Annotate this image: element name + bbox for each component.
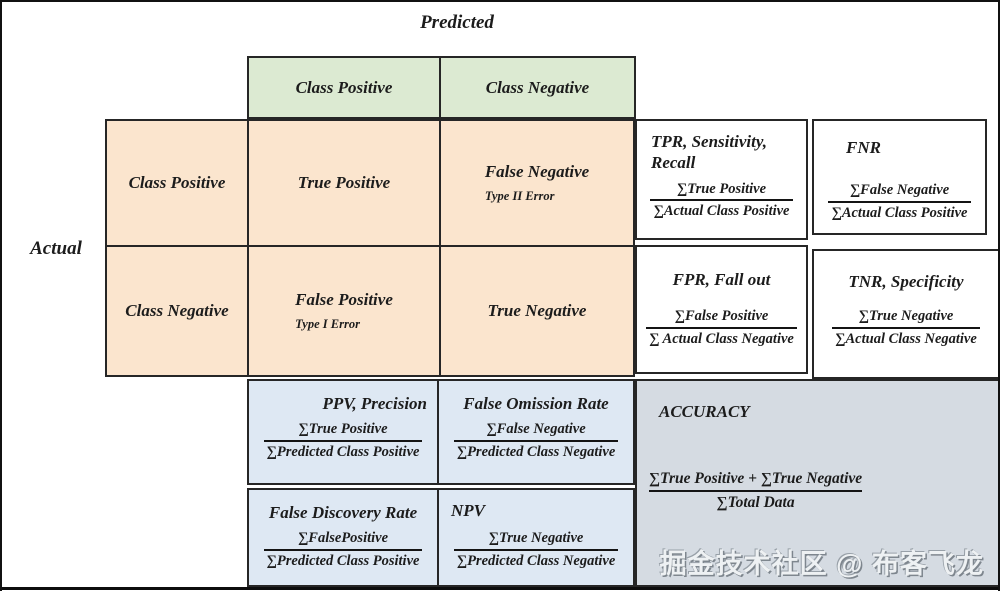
header-cell-class-positive: Class Positive xyxy=(295,77,393,97)
row-label-class-negative: Class Negative xyxy=(107,247,249,375)
header-cell-class-negative: Class Negative xyxy=(439,58,634,117)
metric-fnr: FNR ∑False Negative ∑Actual Class Positi… xyxy=(812,119,987,235)
cell-true-negative: True Negative xyxy=(487,301,587,320)
cell-false-positive: False Positive Type I Error xyxy=(249,247,441,375)
tpr-formula: ∑True Positive ∑Actual Class Positive xyxy=(650,179,793,222)
metric-false-discovery-rate: False Discovery Rate ∑FalsePositive ∑Pre… xyxy=(247,488,439,587)
npv-formula: ∑True Negative ∑Predicted Class Negative xyxy=(453,528,619,571)
ppv-formula: ∑True Positive ∑Predicted Class Positive xyxy=(263,419,423,462)
predicted-axis-label: Predicted xyxy=(420,12,494,33)
metric-tpr-sensitivity-recall: TPR, Sensitivity, Recall ∑True Positive … xyxy=(635,119,808,240)
cell-false-negative: False Negative Type II Error xyxy=(441,121,633,247)
false-omission-rate-formula: ∑False Negative ∑Predicted Class Negativ… xyxy=(453,419,619,462)
row-label-class-positive: Class Positive xyxy=(107,121,249,247)
metric-fpr-fallout: FPR, Fall out ∑False Positive ∑ Actual C… xyxy=(635,245,808,374)
metric-false-omission-rate: False Omission Rate ∑False Negative ∑Pre… xyxy=(437,379,635,485)
watermark-text: 掘金技术社区 @ 布客飞龙 xyxy=(659,549,984,579)
bottom-border xyxy=(2,587,998,590)
type-ii-error-label: Type II Error xyxy=(484,189,555,203)
metric-npv: NPV ∑True Negative ∑Predicted Class Nega… xyxy=(437,488,635,587)
predicted-class-header-row: Class Positive Class Negative xyxy=(247,56,636,119)
type-i-error-label: Type I Error xyxy=(295,317,360,331)
tnr-formula: ∑True Negative ∑Actual Class Negative xyxy=(832,306,980,349)
metric-accuracy: ACCURACY ∑True Positive + ∑True Negative… xyxy=(635,379,998,587)
false-discovery-rate-formula: ∑FalsePositive ∑Predicted Class Positive xyxy=(263,528,423,571)
fpr-formula: ∑False Positive ∑ Actual Class Negative xyxy=(646,306,797,349)
confusion-matrix-grid: Class Positive True Positive False Negat… xyxy=(105,119,635,377)
fnr-formula: ∑False Negative ∑Actual Class Positive xyxy=(828,180,971,223)
accuracy-formula: ∑True Positive + ∑True Negative ∑Total D… xyxy=(649,468,863,513)
metric-ppv-precision: PPV, Precision ∑True Positive ∑Predicted… xyxy=(247,379,439,485)
metric-tnr-specificity: TNR, Specificity ∑True Negative ∑Actual … xyxy=(812,249,998,379)
cell-true-positive: True Positive xyxy=(249,121,441,247)
actual-axis-label: Actual xyxy=(30,238,82,259)
